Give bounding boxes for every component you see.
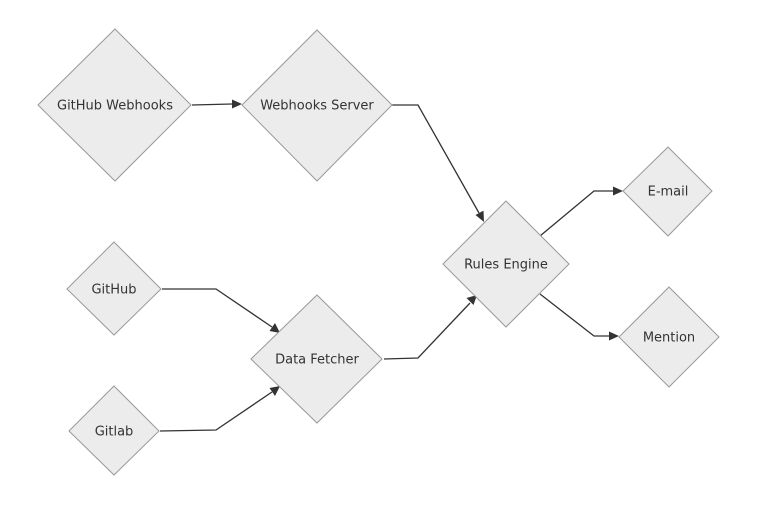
node-label: GitHub	[91, 283, 136, 298]
node-label: Webhooks Server	[260, 99, 374, 114]
node-label: Gitlab	[95, 425, 134, 440]
node-webhooks-server[interactable]: Webhooks Server	[241, 29, 393, 182]
node-github[interactable]: GitHub	[66, 241, 162, 336]
node-label: GitHub Webhooks	[57, 99, 173, 114]
edge-gitlab-to-data-fetcher	[159, 386, 280, 432]
node-rules-engine[interactable]: Rules Engine	[442, 200, 570, 328]
node-label: Mention	[643, 331, 695, 346]
edge-data-fetcher-to-rules-engine	[383, 295, 477, 360]
node-mention[interactable]: Mention	[618, 286, 720, 388]
node-label: E-mail	[648, 185, 689, 200]
edge-webhooks-server-to-rules-engine	[392, 104, 484, 222]
node-label: Data Fetcher	[275, 353, 359, 368]
node-gitlab[interactable]: Gitlab	[68, 385, 160, 476]
node-data-fetcher[interactable]: Data Fetcher	[250, 294, 383, 424]
edge-github-webhooks-to-webhooks-server	[191, 99, 242, 109]
edge-rules-engine-to-email	[539, 186, 623, 237]
edge-github-to-data-fetcher	[162, 288, 280, 333]
edges	[159, 99, 623, 432]
edge-rules-engine-to-mention	[539, 293, 619, 341]
node-email[interactable]: E-mail	[622, 146, 713, 237]
node-label: Rules Engine	[464, 258, 548, 273]
node-github-webhooks[interactable]: GitHub Webhooks	[37, 28, 192, 182]
